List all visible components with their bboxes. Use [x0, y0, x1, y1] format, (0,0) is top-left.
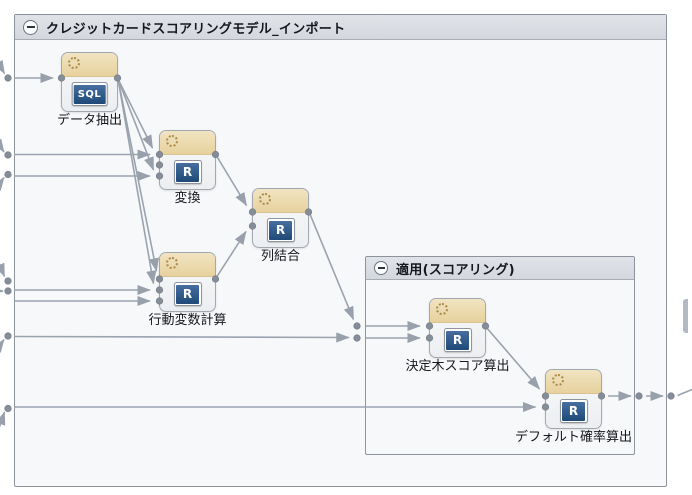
group-import-header[interactable]: クレジットカードスコアリングモデル_インポート — [15, 15, 666, 40]
dotted-circle-icon — [436, 303, 448, 315]
node-column-join[interactable]: R — [252, 188, 309, 248]
dotted-circle-icon — [166, 257, 178, 269]
node-header — [160, 253, 215, 277]
node-header — [546, 370, 601, 394]
node-label-transform: 変換 — [174, 191, 201, 206]
node-data-extract[interactable]: SQL — [61, 52, 118, 112]
sql-badge-icon: SQL — [71, 82, 108, 106]
minus-circle-icon[interactable] — [23, 19, 38, 35]
node-header — [62, 53, 117, 77]
node-label-decision-tree-score: 決定木スコア算出 — [405, 359, 510, 374]
group-apply-header[interactable]: 適用(スコアリング) — [366, 257, 634, 280]
group-import-title: クレジットカードスコアリングモデル_インポート — [46, 21, 346, 37]
r-badge-icon: R — [173, 160, 202, 184]
node-transform[interactable]: R — [159, 130, 216, 190]
r-badge-icon: R — [559, 399, 588, 423]
group-apply-title: 適用(スコアリング) — [396, 262, 515, 278]
dotted-circle-icon — [166, 135, 178, 147]
dotted-circle-icon — [552, 374, 564, 386]
node-header — [253, 189, 308, 213]
node-default-probability[interactable]: R — [545, 369, 602, 429]
r-badge-icon: R — [173, 282, 202, 306]
node-header — [430, 299, 485, 323]
node-label-behavior-variable-calc: 行動変数計算 — [148, 313, 227, 328]
node-label-data-extract: データ抽出 — [56, 113, 122, 128]
r-badge-icon: R — [443, 328, 472, 352]
offscreen-node-edge — [683, 299, 688, 333]
dotted-circle-icon — [259, 193, 271, 205]
r-badge-icon: R — [266, 218, 295, 242]
dotted-circle-icon — [68, 57, 80, 69]
node-decision-tree-score[interactable]: R — [429, 298, 486, 358]
node-label-column-join: 列結合 — [260, 249, 300, 264]
minus-circle-icon[interactable] — [374, 261, 388, 275]
node-behavior-variable-calc[interactable]: R — [159, 252, 216, 312]
node-label-default-probability: デフォルト確率算出 — [514, 430, 632, 445]
node-header — [160, 131, 215, 155]
